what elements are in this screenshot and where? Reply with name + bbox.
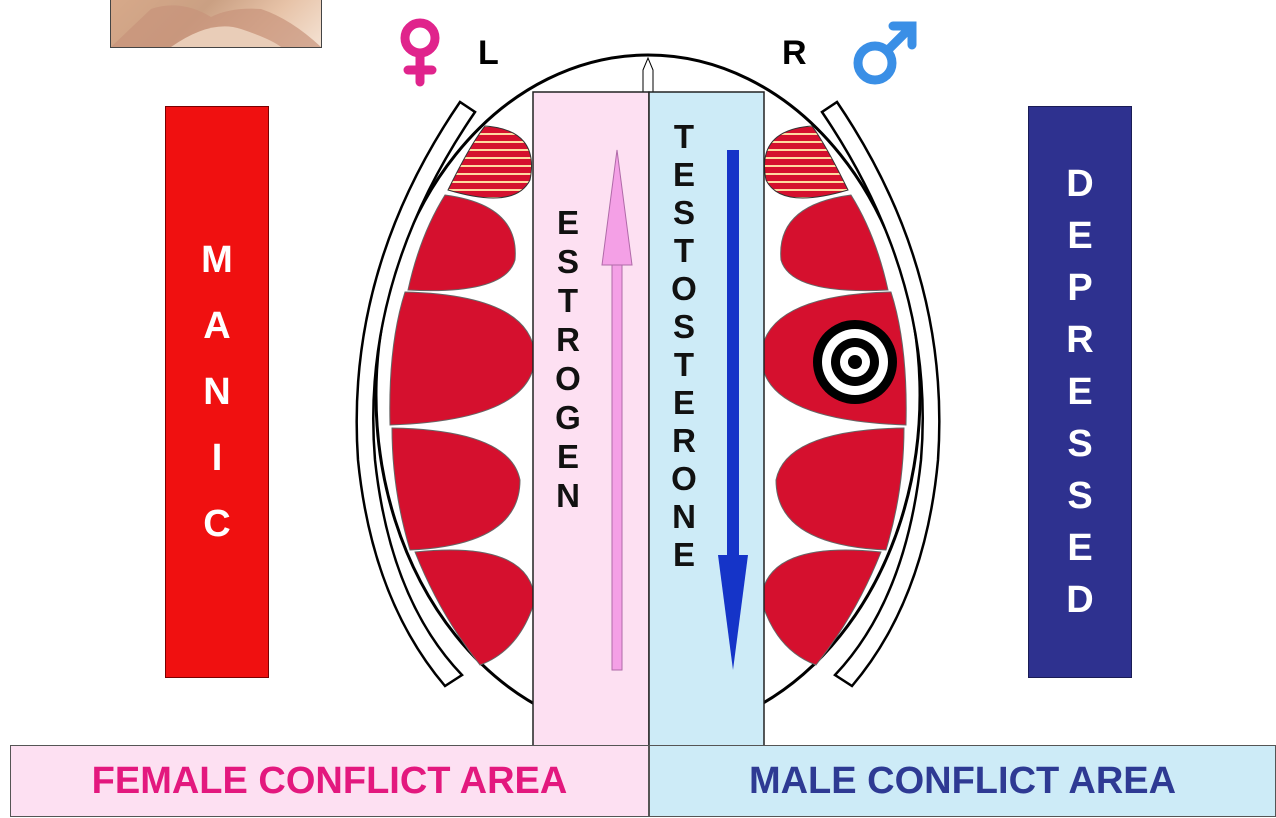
- depressed-letter: E: [1067, 373, 1092, 411]
- manic-letter: I: [212, 439, 223, 477]
- depressed-letter: E: [1067, 217, 1092, 255]
- testosterone-letter: O: [671, 462, 697, 495]
- manic-letter: M: [201, 241, 233, 279]
- estrogen-letter: S: [557, 245, 579, 278]
- depressed-letter: P: [1067, 269, 1092, 307]
- estrogen-letter: G: [555, 401, 581, 434]
- testosterone-letter: E: [673, 538, 695, 571]
- testosterone-arrow-shaft: [727, 150, 739, 558]
- testosterone-letter: R: [672, 424, 696, 457]
- depressed-bar: D E P R E S S E D: [1028, 106, 1132, 678]
- male-conflict-area: MALE CONFLICT AREA: [649, 745, 1276, 817]
- female-symbol-icon: [405, 23, 435, 82]
- estrogen-letter: T: [558, 284, 578, 317]
- estrogen-letter: O: [555, 362, 581, 395]
- estrogen-label: E S T R O G E N: [548, 206, 588, 518]
- testosterone-letter: T: [674, 348, 694, 381]
- testosterone-letter: E: [673, 386, 695, 419]
- female-conflict-area: FEMALE CONFLICT AREA: [10, 745, 649, 817]
- left-label: L: [478, 34, 499, 73]
- estrogen-letter: E: [557, 206, 579, 239]
- depressed-letter: S: [1067, 425, 1092, 463]
- depressed-letter: D: [1066, 165, 1093, 203]
- testosterone-letter: S: [673, 310, 695, 343]
- estrogen-letter: R: [556, 323, 580, 356]
- testosterone-letter: O: [671, 272, 697, 305]
- right-label: R: [782, 34, 807, 73]
- male-symbol-icon: [858, 26, 912, 80]
- depressed-letter: R: [1066, 321, 1093, 359]
- estrogen-letter: N: [556, 479, 580, 512]
- depressed-letter: E: [1067, 529, 1092, 567]
- testosterone-letter: N: [672, 500, 696, 533]
- estrogen-letter: E: [557, 440, 579, 473]
- manic-letter: C: [203, 505, 230, 543]
- manic-letter: N: [203, 373, 230, 411]
- testosterone-label: T E S T O S T E R O N E: [664, 120, 704, 576]
- estrogen-arrow-shaft: [612, 262, 622, 670]
- testosterone-letter: T: [674, 120, 694, 153]
- testosterone-letter: E: [673, 158, 695, 191]
- depressed-letter: D: [1066, 581, 1093, 619]
- testosterone-letter: T: [674, 234, 694, 267]
- testosterone-letter: S: [673, 196, 695, 229]
- manic-bar: M A N I C: [165, 106, 269, 678]
- target-icon: [813, 320, 897, 404]
- depressed-letter: S: [1067, 477, 1092, 515]
- manic-letter: A: [203, 307, 230, 345]
